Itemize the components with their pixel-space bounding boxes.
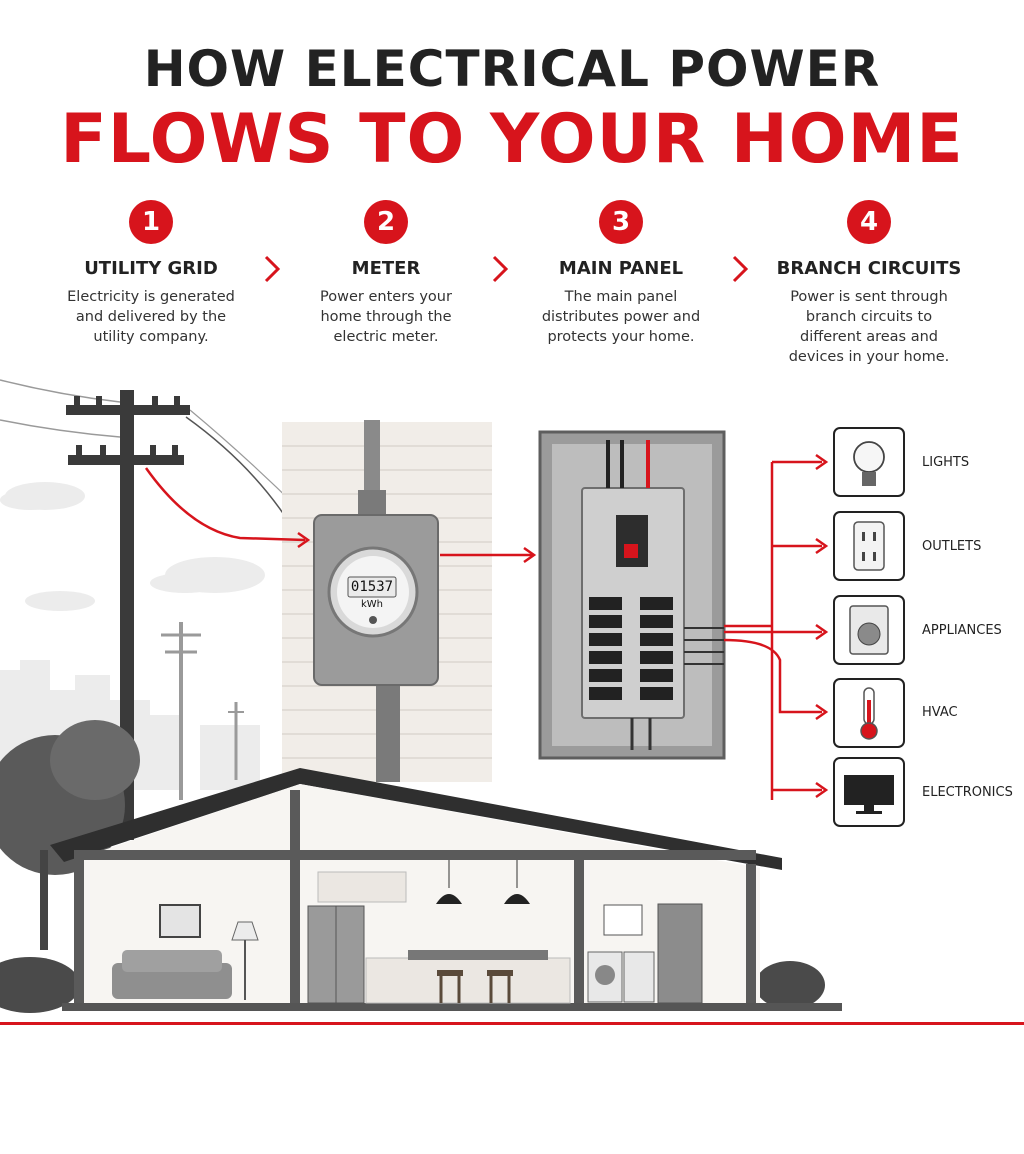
step-number-badge: 1 [129, 200, 173, 244]
washing-machine-icon [849, 605, 889, 655]
chevron-right-icon [732, 255, 749, 283]
utility-pole [66, 390, 301, 840]
step-heading: UTILITY GRID [84, 258, 218, 279]
step-number-badge: 2 [364, 200, 408, 244]
device-label-hvac: HVAC [922, 705, 958, 720]
step-description: Power is sent through branch circuits to… [788, 289, 950, 365]
step-main-panel: 3 MAIN PANEL The main panel distributes … [511, 200, 731, 347]
thermometer-icon [860, 687, 878, 740]
step-utility-grid: 1 UTILITY GRID Electricity is generated … [41, 200, 261, 347]
monitor-icon [844, 775, 894, 814]
step-branch-circuits: 4 BRANCH CIRCUITS Power is sent through … [759, 200, 979, 367]
page-title-line2: FLOWS TO YOUR HOME [60, 100, 964, 179]
step-heading: BRANCH CIRCUITS [776, 258, 962, 279]
device-label-electronics: ELECTRONICS [922, 785, 1013, 800]
device-label-outlets: OUTLETS [922, 539, 982, 554]
house-cutaway [0, 768, 1024, 1025]
step-description: The main panel distributes power and pro… [541, 289, 701, 345]
meter-reading: 01537 [350, 579, 394, 595]
step-heading: METER [351, 258, 421, 279]
step-heading: MAIN PANEL [558, 258, 684, 279]
device-label-appliances: APPLIANCES [922, 623, 1002, 638]
light-bulb-icon [853, 441, 885, 486]
step-description: Power enters your home through the elect… [320, 289, 452, 345]
meter-unit: kWh [360, 599, 384, 610]
electric-meter [313, 420, 439, 782]
distant-poles [0, 379, 311, 800]
page-title-line1: HOW ELECTRICAL POWER [143, 40, 881, 98]
device-label-lights: LIGHTS [922, 455, 970, 470]
chevron-right-icon [492, 255, 509, 283]
step-number-badge: 3 [599, 200, 643, 244]
chevron-right-icon [264, 255, 281, 283]
power-flow-arrows [144, 453, 829, 800]
outlet-icon [853, 521, 885, 571]
step-number-badge: 4 [847, 200, 891, 244]
step-description: Electricity is generated and delivered b… [67, 289, 235, 345]
step-meter: 2 METER Power enters your home through t… [276, 200, 496, 347]
main-panel [538, 430, 726, 760]
